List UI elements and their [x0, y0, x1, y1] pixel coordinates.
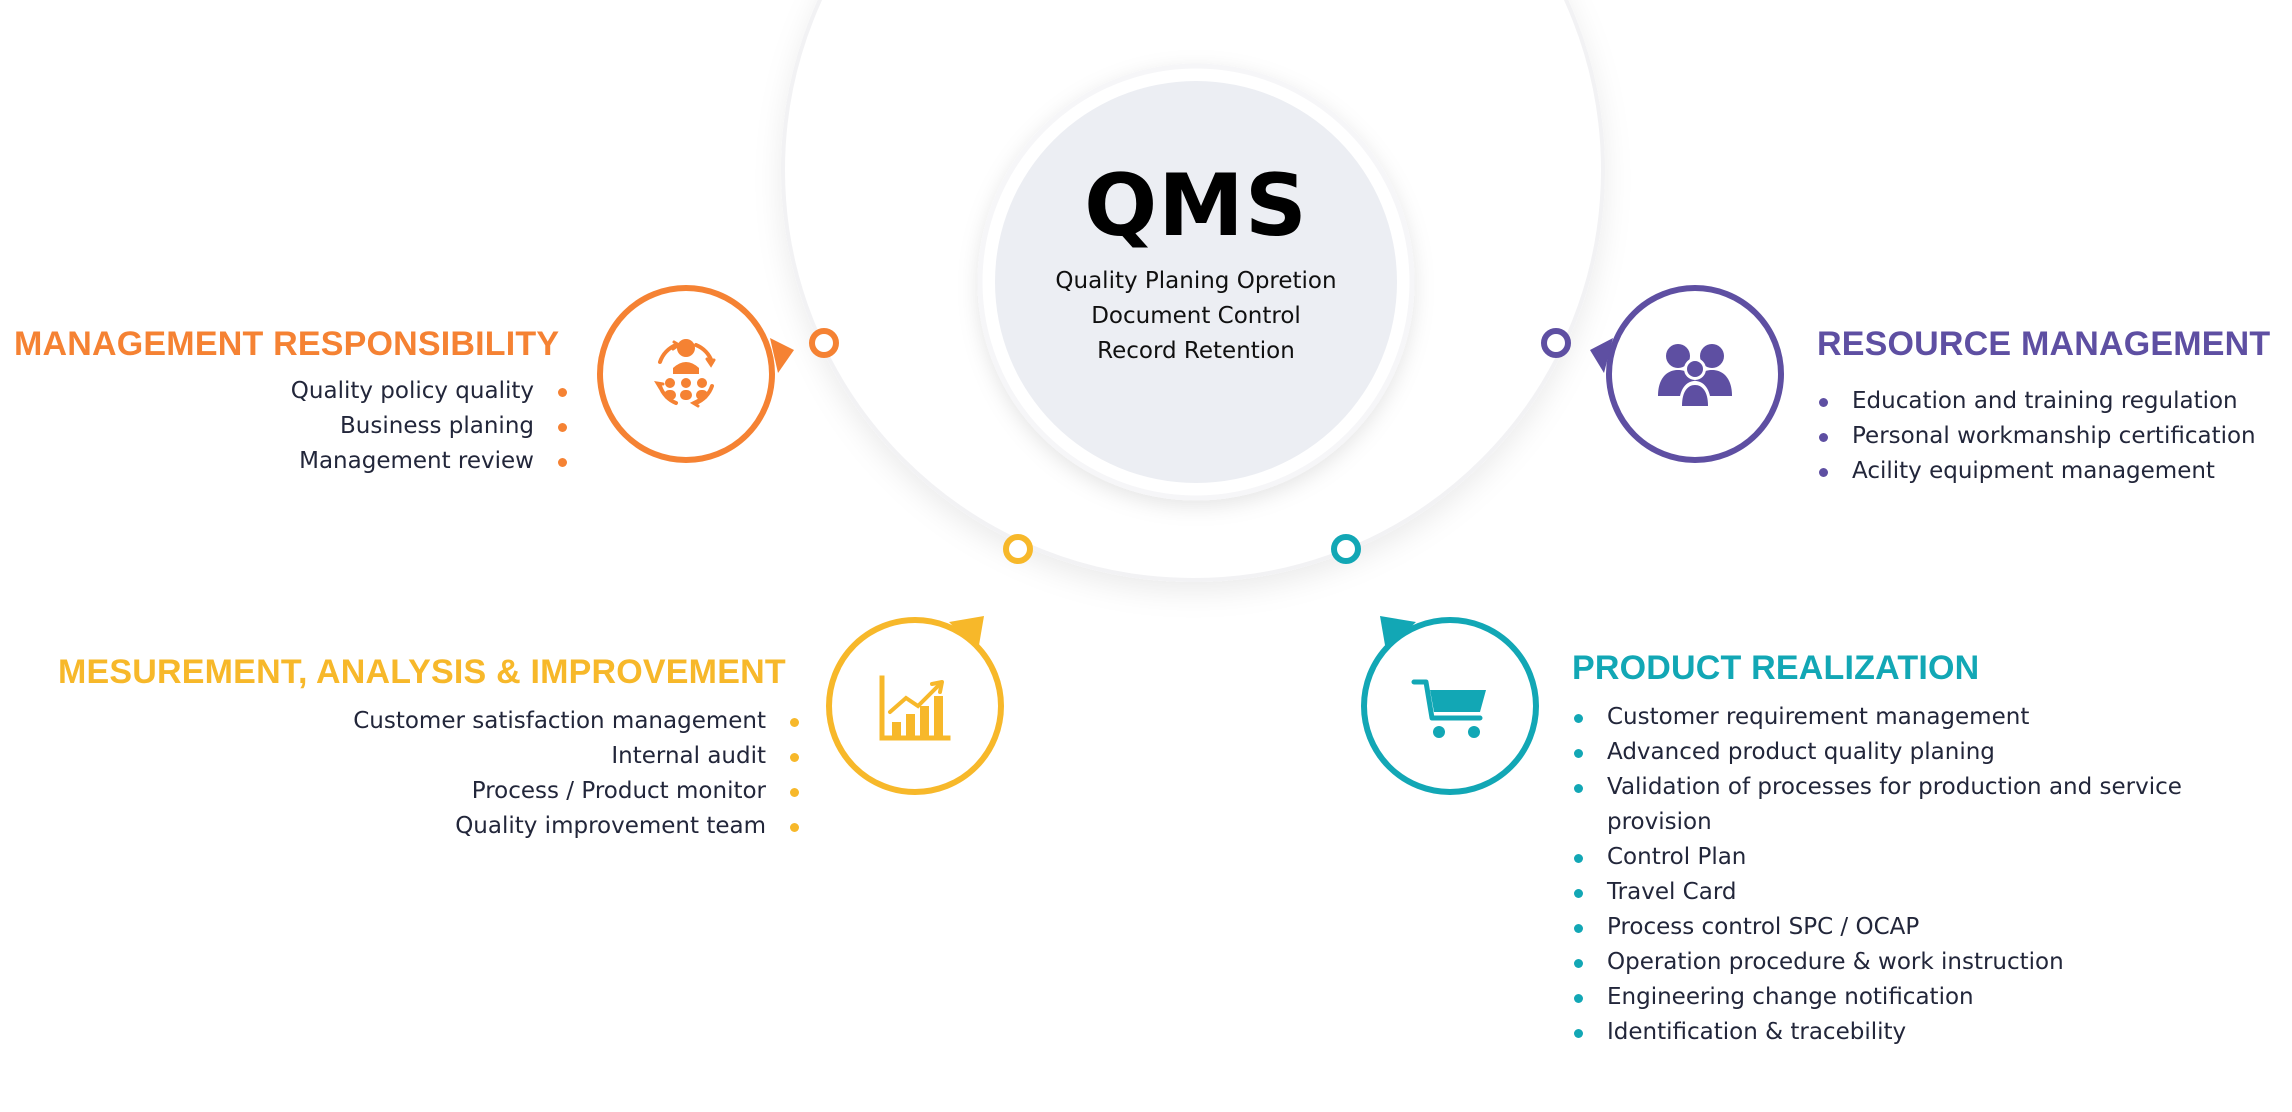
- product-item: Control Plan: [1571, 840, 2271, 875]
- center-line-1: Quality Planing Opretion: [1055, 268, 1337, 294]
- orange-bullet-icon: [558, 423, 567, 432]
- management-item: Management review: [210, 444, 570, 479]
- team-process-icon: [654, 339, 716, 408]
- measurement-item: Quality improvement team: [280, 809, 802, 844]
- center-line-2: Document Control: [1091, 303, 1301, 329]
- connector-product: [1331, 534, 1361, 564]
- connector-resource: [1541, 328, 1571, 358]
- resource-item-label: Personal workmanship certification: [1852, 423, 2256, 449]
- connector-measurement: [1003, 534, 1033, 564]
- teal-bullet-icon: [1574, 854, 1583, 863]
- measurement-item-label: Internal audit: [611, 743, 766, 769]
- management-responsibility-title: MANAGEMENT RESPONSIBILITY: [14, 325, 560, 363]
- product-item-label: Operation procedure & work instruction: [1607, 949, 2064, 975]
- product-item: Identification & tracebility: [1571, 1015, 2271, 1050]
- product-item: Operation procedure & work instruction: [1571, 945, 2271, 980]
- teal-bullet-icon: [1574, 994, 1583, 1003]
- bar-chart-growth-icon: [879, 675, 951, 741]
- product-item-label: Travel Card: [1607, 879, 1737, 905]
- measurement-analysis-improvement-list: Customer satisfaction management Interna…: [280, 704, 802, 844]
- measurement-item: Process / Product monitor: [280, 774, 802, 809]
- product-item: Travel Card: [1571, 875, 2271, 910]
- management-item-label: Business planing: [340, 413, 534, 439]
- connector-management: [809, 328, 839, 358]
- product-item: Engineering change notification: [1571, 980, 2271, 1015]
- product-badge-pointer: [1380, 616, 1416, 651]
- yellow-bullet-icon: [790, 718, 799, 727]
- yellow-bullet-icon: [790, 753, 799, 762]
- product-item: Validation of processes for production a…: [1571, 770, 2187, 840]
- orange-bullet-icon: [558, 458, 567, 467]
- management-item: Business planing: [210, 409, 570, 444]
- management-item-label: Management review: [299, 448, 534, 474]
- management-item: Quality policy quality: [210, 374, 570, 409]
- product-realization-title: PRODUCT REALIZATION: [1572, 649, 1980, 687]
- orange-bullet-icon: [558, 388, 567, 397]
- measurement-item: Internal audit: [280, 739, 802, 774]
- teal-bullet-icon: [1574, 714, 1583, 723]
- teal-bullet-icon: [1574, 1029, 1583, 1038]
- measurement-badge-pointer: [949, 616, 984, 651]
- qms-title: QMS: [1084, 156, 1308, 256]
- yellow-bullet-icon: [790, 788, 799, 797]
- product-item-label: Engineering change notification: [1607, 984, 1974, 1010]
- resource-management-list: Education and training regulation Person…: [1816, 384, 2286, 489]
- product-item-label: Advanced product quality planing: [1607, 739, 1995, 765]
- measurement-item: Customer satisfaction management: [280, 704, 802, 739]
- product-item: Customer requirement management: [1571, 700, 2271, 735]
- purple-bullet-icon: [1819, 433, 1828, 442]
- yellow-bullet-icon: [790, 823, 799, 832]
- resource-item: Personal workmanship certification: [1816, 419, 2286, 454]
- product-item: Process control SPC / OCAP: [1571, 910, 2271, 945]
- resource-item: Education and training regulation: [1816, 384, 2286, 419]
- center-line-3: Record Retention: [1097, 338, 1295, 364]
- resource-management-title: RESOURCE MANAGEMENT: [1817, 325, 2271, 363]
- teal-bullet-icon: [1574, 959, 1583, 968]
- product-item: Advanced product quality planing: [1571, 735, 2271, 770]
- resource-item: Acility equipment management: [1816, 454, 2286, 489]
- product-item-label: Validation of processes for production a…: [1607, 774, 2182, 835]
- teal-bullet-icon: [1574, 924, 1583, 933]
- people-group-icon: [1658, 344, 1732, 406]
- management-responsibility-list: Quality policy quality Business planing …: [210, 374, 570, 479]
- teal-bullet-icon: [1574, 889, 1583, 898]
- resource-item-label: Acility equipment management: [1852, 458, 2215, 484]
- measurement-item-label: Customer satisfaction management: [353, 708, 766, 734]
- purple-bullet-icon: [1819, 398, 1828, 407]
- measurement-analysis-improvement-title: MESUREMENT, ANALYSIS & IMPROVEMENT: [58, 653, 786, 691]
- qms-center-content: QMS Quality Planing Opretion Document Co…: [1036, 158, 1356, 369]
- product-item-label: Customer requirement management: [1607, 704, 2030, 730]
- qms-center-lines: Quality Planing Opretion Document Contro…: [1036, 264, 1356, 369]
- product-realization-list: Customer requirement management Advanced…: [1571, 700, 2271, 1050]
- product-item-label: Control Plan: [1607, 844, 1747, 870]
- measurement-item-label: Quality improvement team: [455, 813, 766, 839]
- measurement-item-label: Process / Product monitor: [471, 778, 766, 804]
- resource-badge-pointer: [1590, 338, 1613, 373]
- teal-bullet-icon: [1574, 784, 1583, 793]
- teal-bullet-icon: [1574, 749, 1583, 758]
- management-item-label: Quality policy quality: [290, 378, 534, 404]
- resource-item-label: Education and training regulation: [1852, 388, 2238, 414]
- product-item-label: Identification & tracebility: [1607, 1019, 1907, 1045]
- shopping-cart-icon: [1411, 679, 1486, 738]
- purple-bullet-icon: [1819, 468, 1828, 477]
- management-badge-pointer: [770, 338, 794, 373]
- product-item-label: Process control SPC / OCAP: [1607, 914, 1920, 940]
